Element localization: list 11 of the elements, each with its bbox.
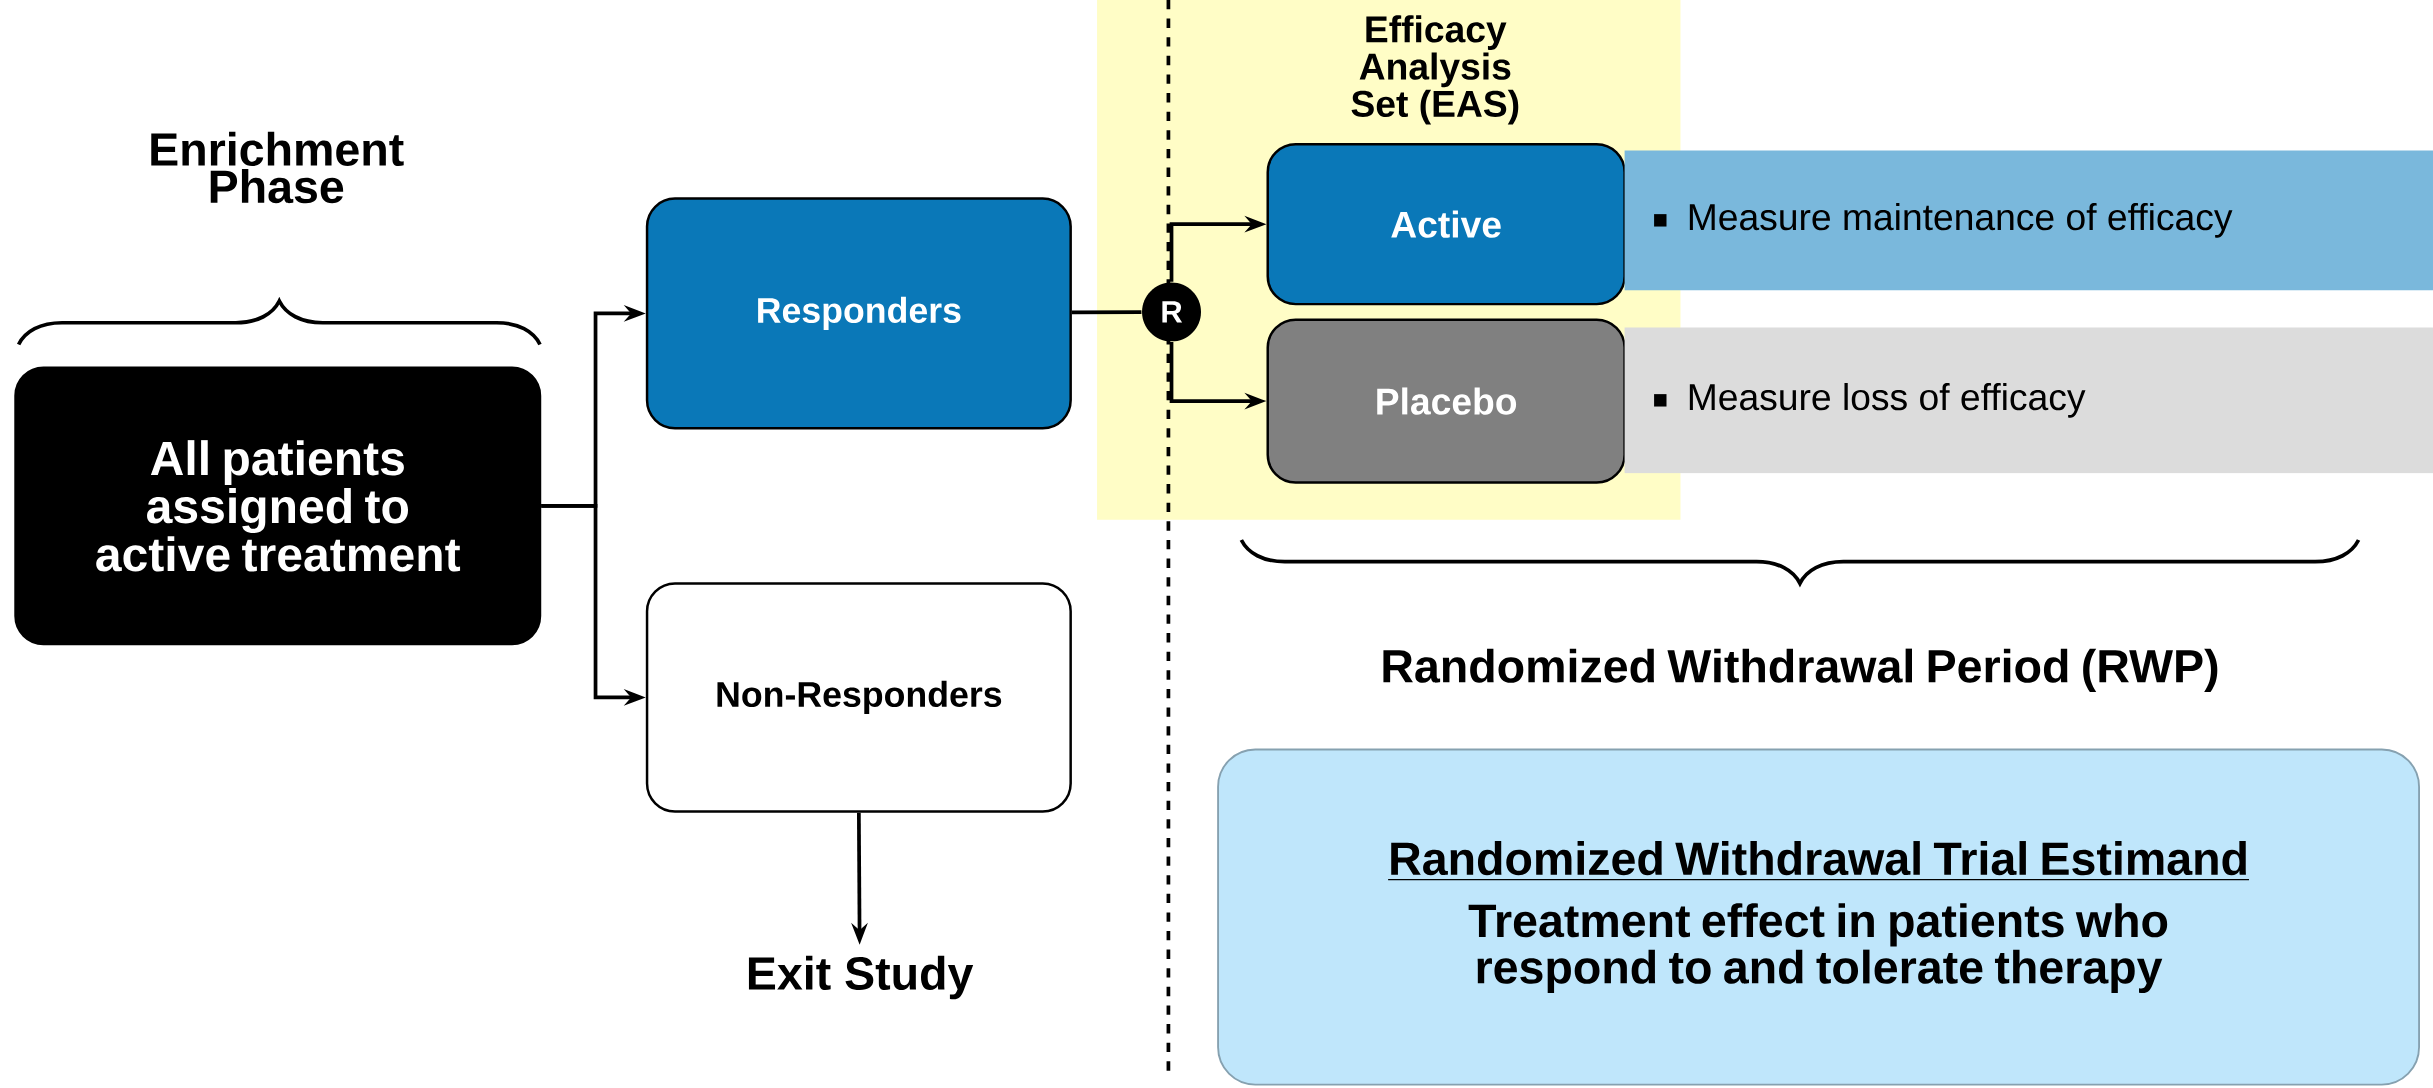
period-label: Enrichment Phase	[151, 132, 404, 204]
outcome-bar: Measure loss of efficacy	[1624, 327, 2433, 474]
placebo-arm-box: Placebo	[1266, 318, 1626, 484]
active-arm-box: Active	[1266, 143, 1626, 306]
responder-box: Responders	[645, 197, 1072, 430]
patient-box: All patients assigned to active treatment	[14, 366, 542, 646]
non-responder-box: Non-Responders	[645, 582, 1072, 813]
outcome-bar: Measure maintenance of efficacy	[1624, 150, 2433, 291]
period-label: Randomized Withdrawal Period (RWP)	[1383, 648, 2218, 693]
estimand-box: Randomized Withdrawal Trial Estimand Treatment effect in patients who respond to and tolerate therapy	[1217, 748, 2420, 1086]
exit-label: Exit Study	[748, 956, 974, 1000]
